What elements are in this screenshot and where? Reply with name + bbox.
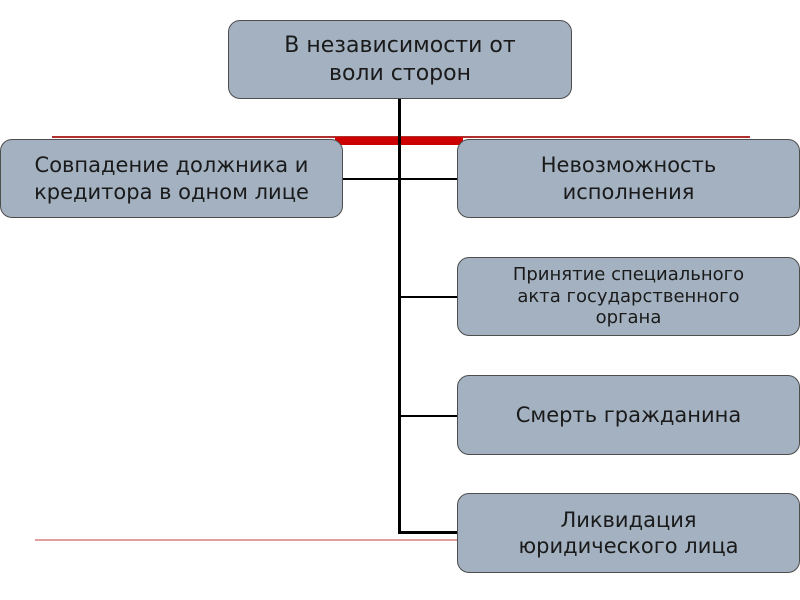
child-node-label: Принятие специального акта государственн… (512, 264, 745, 329)
connector-branch-1 (340, 178, 460, 180)
child-node-label: Смерть гражданина (515, 402, 742, 427)
child-node-coincidence: Совпадение должника и кредитора в одном … (0, 139, 343, 218)
root-node: В независимости от воли сторон (228, 20, 572, 99)
child-node-impossibility: Невозможность исполнения (457, 139, 800, 218)
red-divider-bottom (35, 539, 460, 541)
connector-branch-3 (398, 296, 460, 298)
child-node-label: Ликвидация юридического лица (518, 507, 739, 558)
child-node-label: Совпадение должника и кредитора в одном … (34, 153, 309, 204)
connector-spine (398, 98, 401, 532)
child-node-death: Смерть гражданина (457, 375, 800, 455)
child-node-liquidation: Ликвидация юридического лица (457, 493, 800, 573)
child-node-label: Невозможность исполнения (540, 153, 717, 204)
connector-branch-4 (398, 415, 460, 417)
child-node-state-act: Принятие специального акта государственн… (457, 257, 800, 336)
root-node-label: В независимости от воли сторон (284, 33, 516, 86)
connector-branch-5 (398, 531, 460, 534)
